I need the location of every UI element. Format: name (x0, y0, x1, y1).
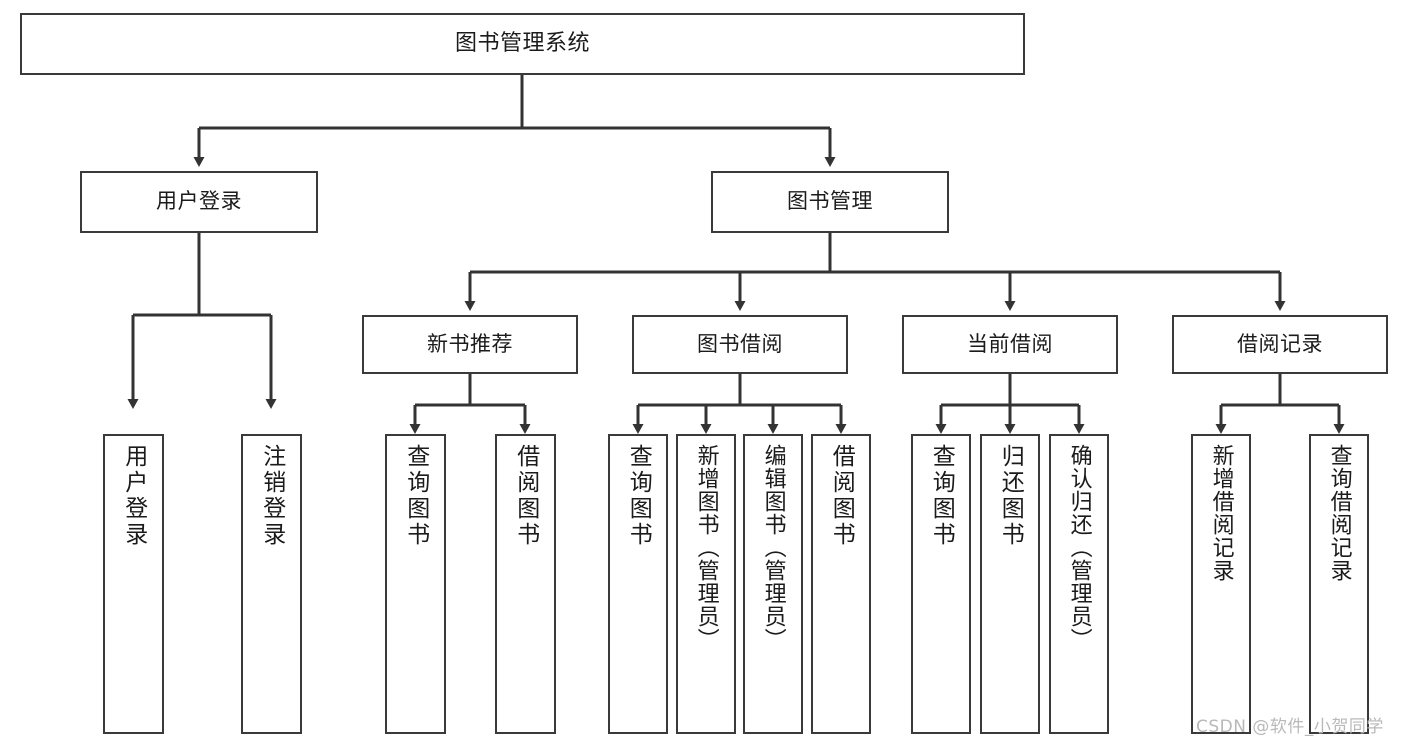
node-label: 用户登录 (120, 444, 147, 548)
node-label: 归还图书 (997, 444, 1024, 548)
leaf-borrow-book[interactable]: 借阅图书 (811, 434, 871, 734)
leaf-add-borrow-record[interactable]: 新增借阅记录 (1191, 434, 1251, 734)
node-borrow-record[interactable]: 借阅记录 (1172, 315, 1388, 374)
node-book-manage[interactable]: 图书管理 (711, 171, 949, 233)
node-current-borrow[interactable]: 当前借阅 (902, 315, 1118, 374)
leaf-user-login[interactable]: 用户登录 (103, 434, 164, 734)
node-label: 新增借阅记录 (1208, 444, 1234, 582)
leaf-query-book-recommend[interactable]: 查询图书 (385, 434, 446, 734)
node-label: 用户登录 (156, 189, 242, 214)
leaf-edit-book[interactable]: 编辑图书（管理员） (743, 434, 803, 734)
node-user-login[interactable]: 用户登录 (80, 171, 318, 233)
leaf-confirm-return[interactable]: 确认归还（管理员） (1049, 434, 1109, 734)
node-label: 查询借阅记录 (1326, 444, 1352, 582)
leaf-add-book[interactable]: 新增图书（管理员） (676, 434, 736, 734)
node-label: 新增图书（管理员） (693, 444, 719, 651)
leaf-query-borrow-record[interactable]: 查询借阅记录 (1309, 434, 1369, 734)
leaf-borrow-book-recommend[interactable]: 借阅图书 (495, 434, 556, 734)
node-label: 确认归还（管理员） (1066, 444, 1092, 651)
watermark: CSDN @软件_小贺同学 (1196, 717, 1384, 737)
node-new-book-recommend[interactable]: 新书推荐 (362, 315, 578, 374)
node-label: 注销登录 (258, 444, 285, 548)
node-label: 图书管理系统 (454, 30, 590, 56)
node-root[interactable]: 图书管理系统 (20, 13, 1025, 75)
leaf-query-book-current[interactable]: 查询图书 (911, 434, 971, 734)
node-label: 当前借阅 (967, 331, 1053, 356)
leaf-query-book-borrow[interactable]: 查询图书 (608, 434, 668, 734)
node-label: 图书借阅 (697, 331, 783, 356)
leaf-logout[interactable]: 注销登录 (241, 434, 302, 734)
node-label: 查询图书 (928, 444, 955, 548)
leaf-return-book[interactable]: 归还图书 (980, 434, 1040, 734)
node-label: 新书推荐 (427, 331, 513, 356)
node-label: 编辑图书（管理员） (760, 444, 786, 651)
node-label: 借阅图书 (512, 444, 539, 548)
node-label: 图书管理 (787, 189, 873, 214)
node-label: 借阅图书 (828, 444, 855, 548)
node-label: 借阅记录 (1237, 331, 1323, 356)
node-book-borrow[interactable]: 图书借阅 (632, 315, 848, 374)
node-label: 查询图书 (402, 444, 429, 548)
node-label: 查询图书 (625, 444, 652, 548)
